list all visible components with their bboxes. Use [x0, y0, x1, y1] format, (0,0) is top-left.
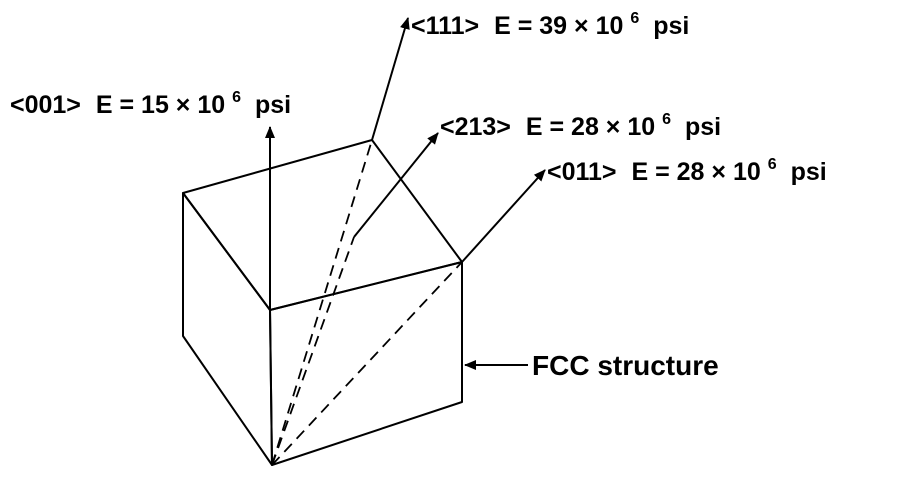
unit-001: psi	[255, 91, 291, 119]
arrow-111	[371, 17, 410, 141]
exponent-213: 6	[662, 111, 671, 128]
modulus-213: E = 28 × 10	[526, 113, 655, 141]
cube-left-face	[182, 192, 273, 466]
arrow-011	[461, 169, 546, 263]
label-111: <111> E = 39 × 10 6 psi	[411, 1, 689, 40]
label-213: <213> E = 28 × 10 6 psi	[440, 102, 721, 141]
direction-213: <213>	[440, 113, 511, 141]
modulus-111: E = 39 × 10	[494, 12, 623, 40]
label-001: <001> E = 15 × 10 6 psi	[10, 80, 291, 119]
exponent-111: 6	[630, 10, 639, 27]
unit-213: psi	[685, 113, 721, 141]
arrow-213	[353, 132, 439, 238]
unit-111: psi	[653, 12, 689, 40]
cube-top-face	[182, 139, 463, 311]
diagonal-111	[271, 139, 373, 466]
exponent-001: 6	[232, 89, 241, 106]
modulus-001: E = 15 × 10	[96, 91, 225, 119]
direction-arrows	[265, 17, 546, 370]
diagonal-011	[271, 261, 463, 466]
exponent-011: 6	[768, 156, 777, 173]
diagonal-213	[271, 236, 355, 466]
structure-label: FCC structure	[532, 350, 719, 381]
label-011: <011> E = 28 × 10 6 psi	[547, 147, 827, 186]
direction-111: <111>	[411, 12, 479, 40]
direction-011: <011>	[547, 158, 617, 186]
modulus-011: E = 28 × 10	[631, 158, 760, 186]
dashed-diagonals	[271, 139, 463, 466]
direction-001: <001>	[10, 91, 81, 119]
unit-011: psi	[791, 158, 827, 186]
